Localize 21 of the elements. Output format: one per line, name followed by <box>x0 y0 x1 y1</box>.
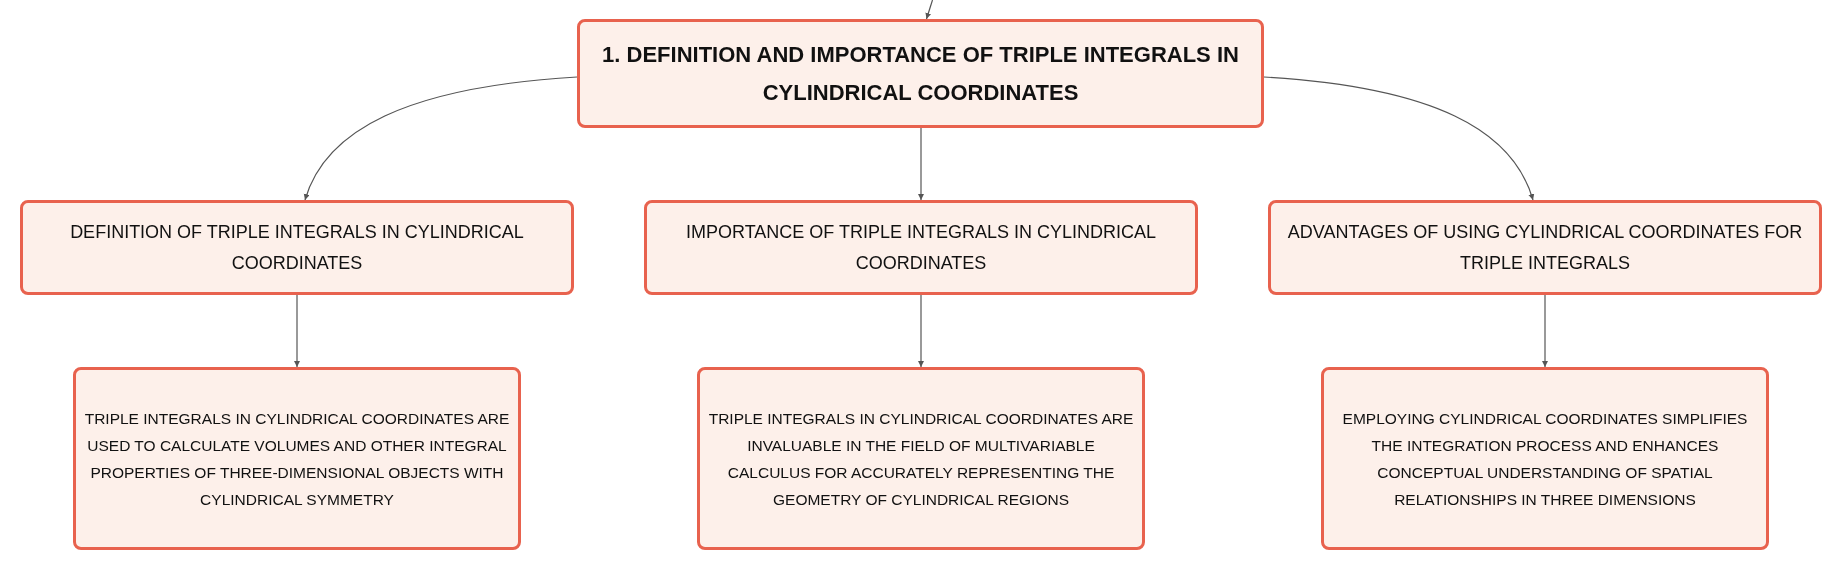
topic-text: TRIPLE INTEGRALS IN CYLINDRICAL COORDINATES ARE INVALUABLE IN THE FIELD OF MULTIVARIABLE CALCULUS FOR ACCURATELY REPRESENTING THE GEOMETRY OF CYLINDRICAL REGIONS <box>708 408 1134 510</box>
topic-box <box>697 367 1145 550</box>
connector-arrow <box>294 294 300 368</box>
topic-text: TRIPLE INTEGRALS IN CYLINDRICAL COORDINATES ARE USED TO CALCULATE VOLUMES AND OTHER INTEGRAL PROPERTIES OF THREE-DIMENSIONAL OBJECTS WITH CYLINDRICAL SYMMETRY <box>84 408 510 510</box>
connector-arrow <box>918 127 924 201</box>
topic-text: DEFINITION OF TRIPLE INTEGRALS IN CYLINDRICAL COORDINATES <box>69 220 525 275</box>
topic-text: 1. DEFINITION AND IMPORTANCE OF TRIPLE INTEGRALS IN CYLINDRICAL COORDINATES <box>601 40 1240 107</box>
topic-text: IMPORTANCE OF TRIPLE INTEGRALS IN CYLINDRICAL COORDINATES <box>684 220 1158 275</box>
topic-box <box>20 200 574 295</box>
topic-box <box>1268 200 1822 295</box>
topic-text: ADVANTAGES OF USING CYLINDRICAL COORDINATES FOR TRIPLE INTEGRALS <box>1286 220 1804 275</box>
connector-arrow <box>1542 294 1548 368</box>
topic-text: EMPLOYING CYLINDRICAL COORDINATES SIMPLIFIES THE INTEGRATION PROCESS AND ENHANCES CONCEPTUAL UNDERSTANDING OF SPATIAL RELATIONSHIPS IN THREE DIMENSIONS <box>1341 408 1749 510</box>
topic-box <box>644 200 1198 295</box>
connector-arrow <box>1263 76 1534 201</box>
connector-arrow <box>304 76 578 201</box>
topic-box <box>73 367 521 550</box>
topic-box <box>577 19 1264 128</box>
connector-arrow <box>918 294 924 368</box>
topic-box <box>1321 367 1769 550</box>
connector-arrow <box>925 0 934 20</box>
